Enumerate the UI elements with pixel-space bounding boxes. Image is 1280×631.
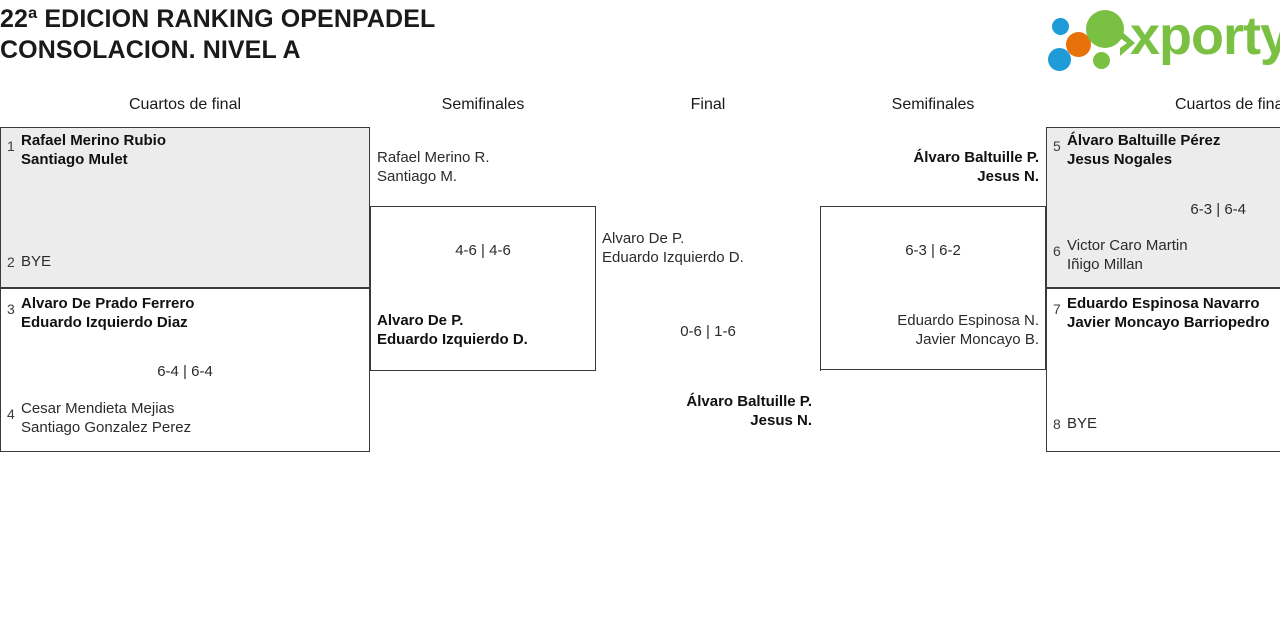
match-box-qf4[interactable] bbox=[1046, 288, 1280, 452]
qf2-team-bottom-names: Cesar Mendieta Mejias Santiago Gonzalez … bbox=[21, 400, 192, 436]
qf1-team-bottom-names: BYE bbox=[21, 253, 52, 270]
sf-right-score: 6-3 | 6-2 bbox=[905, 242, 961, 259]
qf1-team-bottom[interactable]: 2 BYE bbox=[7, 247, 357, 277]
qf2-team-top-names: Alvaro De Prado Ferrero Eduardo Izquierd… bbox=[21, 295, 195, 331]
title-line-1: 22ª EDICION RANKING OPENPADEL bbox=[0, 5, 436, 33]
final-score: 0-6 | 1-6 bbox=[680, 323, 736, 340]
match-box-sf-left[interactable] bbox=[370, 206, 596, 371]
sf-left-team-bottom-names: Alvaro De P. Eduardo Izquierdo D. bbox=[377, 312, 528, 348]
qf3-team-bottom-seed: 6 bbox=[1053, 243, 1061, 259]
logo-chevron-icon bbox=[1116, 28, 1140, 58]
qf1-team-top-seed: 1 bbox=[7, 138, 15, 154]
qf3-team-bottom-names: Victor Caro Martin Iñigo Millan bbox=[1067, 237, 1188, 273]
final-team-bottom[interactable]: Álvaro Baltuille P. Jesus N. bbox=[602, 392, 812, 430]
logo-dot-blue-top-icon bbox=[1052, 18, 1069, 35]
qf2-team-top-seed: 3 bbox=[7, 301, 15, 317]
sf-left-score: 4-6 | 4-6 bbox=[455, 242, 511, 259]
round-header-semifinals-right: Semifinales bbox=[891, 96, 975, 113]
qf3-team-bottom[interactable]: 6 Victor Caro Martin Iñigo Millan bbox=[1053, 236, 1280, 274]
qf3-team-top-seed: 5 bbox=[1053, 138, 1061, 154]
round-header-final: Final bbox=[690, 96, 726, 113]
qf4-team-top[interactable]: 7 Eduardo Espinosa Navarro Javier Moncay… bbox=[1053, 294, 1280, 332]
round-header-semifinals-left: Semifinales bbox=[441, 96, 525, 113]
qf4-team-top-seed: 7 bbox=[1053, 301, 1061, 317]
qf2-team-top[interactable]: 3 Alvaro De Prado Ferrero Eduardo Izquie… bbox=[7, 294, 357, 332]
sf-right-team-bottom[interactable]: Eduardo Espinosa N. Javier Moncayo B. bbox=[828, 311, 1039, 349]
final-team-top[interactable]: Alvaro De P. Eduardo Izquierdo D. bbox=[602, 229, 814, 267]
sf-right-team-top[interactable]: Álvaro Baltuille P. Jesus N. bbox=[828, 148, 1039, 186]
qf2-team-bottom-seed: 4 bbox=[7, 406, 15, 422]
round-header-quarterfinals-left: Cuartos de final bbox=[128, 96, 242, 113]
qf3-team-top-names: Álvaro Baltuille Pérez Jesus Nogales bbox=[1067, 132, 1221, 168]
sf-left-team-top-names: Rafael Merino R. Santiago M. bbox=[377, 149, 490, 185]
xporty-logo[interactable]: xporty bbox=[1048, 6, 1280, 71]
match-box-sf-right[interactable] bbox=[820, 206, 1046, 370]
match-box-qf1[interactable] bbox=[0, 127, 370, 288]
match-box-qf2[interactable] bbox=[0, 288, 370, 452]
page-title: 22ª EDICION RANKING OPENPADEL CONSOLACIO… bbox=[0, 0, 700, 66]
qf1-team-top-names: Rafael Merino Rubio Santiago Mulet bbox=[21, 132, 167, 168]
page-header: 22ª EDICION RANKING OPENPADEL CONSOLACIO… bbox=[0, 0, 1280, 92]
qf1-team-top[interactable]: 1 Rafael Merino Rubio Santiago Mulet bbox=[7, 131, 357, 169]
qf4-team-bottom[interactable]: 8 BYE bbox=[1053, 409, 1280, 439]
qf4-team-bottom-seed: 8 bbox=[1053, 416, 1061, 432]
final-team-bottom-names: Álvaro Baltuille P. Jesus N. bbox=[686, 393, 812, 429]
title-line-2: CONSOLACION. NIVEL A bbox=[0, 36, 301, 64]
sf-left-team-top[interactable]: Rafael Merino R. Santiago M. bbox=[377, 148, 589, 186]
qf2-team-bottom[interactable]: 4 Cesar Mendieta Mejias Santiago Gonzale… bbox=[7, 399, 357, 437]
qf4-team-bottom-names: BYE bbox=[1067, 415, 1098, 432]
logo-wordmark: xporty bbox=[1130, 6, 1280, 66]
logo-dot-green-large-icon bbox=[1086, 10, 1124, 48]
qf3-team-top[interactable]: 5 Álvaro Baltuille Pérez Jesus Nogales bbox=[1053, 131, 1280, 169]
qf3-score: 6-3 | 6-4 bbox=[1190, 201, 1246, 218]
sf-right-team-top-names: Álvaro Baltuille P. Jesus N. bbox=[913, 149, 1039, 185]
match-box-qf3[interactable] bbox=[1046, 127, 1280, 288]
final-team-top-names: Alvaro De P. Eduardo Izquierdo D. bbox=[602, 230, 744, 266]
sf-right-team-bottom-names: Eduardo Espinosa N. Javier Moncayo B. bbox=[897, 312, 1039, 348]
logo-dot-blue-bottom-icon bbox=[1048, 48, 1071, 71]
qf4-team-top-names: Eduardo Espinosa Navarro Javier Moncayo … bbox=[1067, 295, 1270, 331]
logo-dot-green-small-icon bbox=[1093, 52, 1110, 69]
sf-left-team-bottom[interactable]: Alvaro De P. Eduardo Izquierdo D. bbox=[377, 311, 589, 349]
qf2-score: 6-4 | 6-4 bbox=[157, 363, 213, 380]
round-header-quarterfinals-right: Cuartos de final bbox=[1174, 96, 1280, 113]
qf1-team-bottom-seed: 2 bbox=[7, 254, 15, 270]
